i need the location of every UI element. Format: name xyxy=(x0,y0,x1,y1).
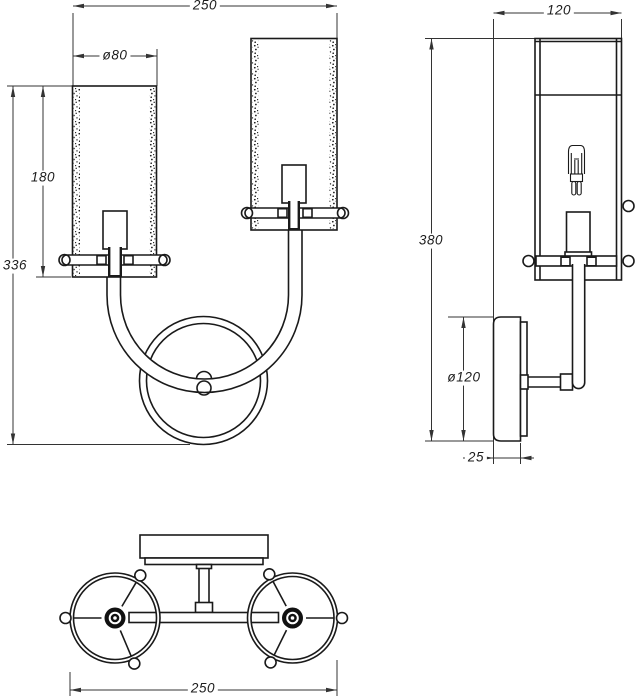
front-right-shade xyxy=(250,37,338,231)
left-shade-texture xyxy=(73,87,80,276)
dim-front-total-height: 336 xyxy=(0,258,31,274)
shade-spokes xyxy=(73,581,137,657)
ring-clamp xyxy=(277,207,288,219)
front-left-socket xyxy=(58,210,171,278)
bulb-pin xyxy=(571,180,577,196)
right-ring-knob xyxy=(240,206,254,220)
ring-clamp xyxy=(123,254,134,266)
left-shade-texture xyxy=(149,87,156,276)
right-socket-tube xyxy=(288,201,300,231)
right-hub xyxy=(282,607,303,629)
dim-bottom-overall-width: 250 xyxy=(187,681,219,697)
front-wall-plate-outer xyxy=(138,315,269,446)
side-socket xyxy=(522,199,635,390)
dim-front-shade-diameter: ø80 xyxy=(99,48,131,64)
dim-side-plate-diameter: ø120 xyxy=(444,370,484,386)
stem-block xyxy=(194,601,214,614)
ring-knob xyxy=(59,611,72,625)
side-view-dimensions xyxy=(425,10,622,464)
ring-clamp xyxy=(586,256,597,267)
front-view-dimensions xyxy=(7,3,338,445)
left-hub xyxy=(104,607,126,629)
side-ring-knob xyxy=(622,199,635,213)
dim-side-depth: 120 xyxy=(543,3,575,19)
front-view xyxy=(7,3,350,446)
side-stem-tube xyxy=(571,264,586,390)
dim-side-plate-depth: 25 xyxy=(464,450,488,466)
canopy-lip xyxy=(144,557,264,566)
bottom-view xyxy=(59,534,349,696)
bottom-right-ring xyxy=(246,567,349,669)
bottom-cross-bar xyxy=(128,611,280,624)
right-shade-texture xyxy=(329,39,336,229)
dim-side-total-height: 380 xyxy=(415,233,447,249)
left-socket-tube xyxy=(108,247,122,278)
ring-knob xyxy=(262,567,276,581)
bulb-base xyxy=(569,173,584,183)
front-wall-plate-inner xyxy=(145,322,262,439)
ring-knob xyxy=(264,656,277,669)
ring-clamp xyxy=(302,207,313,219)
right-ring-knob xyxy=(336,206,350,220)
front-right-socket xyxy=(240,164,350,231)
g9-bulb xyxy=(567,144,586,196)
front-u-arm xyxy=(106,224,303,394)
stem-flange xyxy=(195,563,213,570)
side-ring-knob xyxy=(622,254,635,268)
ring-clamp xyxy=(560,256,571,267)
ring-knob xyxy=(134,569,147,582)
side-arm xyxy=(519,373,574,391)
bottom-canopy xyxy=(139,534,269,614)
arm-joint-bump xyxy=(195,370,213,380)
arm-elbow-block xyxy=(559,373,574,391)
shade-spokes xyxy=(272,581,334,656)
right-shade-texture xyxy=(252,39,259,229)
plate-stud xyxy=(519,374,529,390)
ring-knob xyxy=(128,657,141,670)
ring-clamp xyxy=(96,254,107,266)
bulb-pin xyxy=(576,180,582,196)
side-view xyxy=(425,10,635,464)
bottom-left-ring xyxy=(59,569,161,670)
ring-knob xyxy=(335,611,349,625)
arm-joint-ball xyxy=(196,380,212,396)
dim-front-overall-width: 250 xyxy=(189,0,221,14)
side-ring-knob xyxy=(522,254,535,268)
left-ring-knob xyxy=(158,253,171,267)
left-ring-knob xyxy=(58,253,71,267)
dim-front-shade-height: 180 xyxy=(27,170,59,186)
